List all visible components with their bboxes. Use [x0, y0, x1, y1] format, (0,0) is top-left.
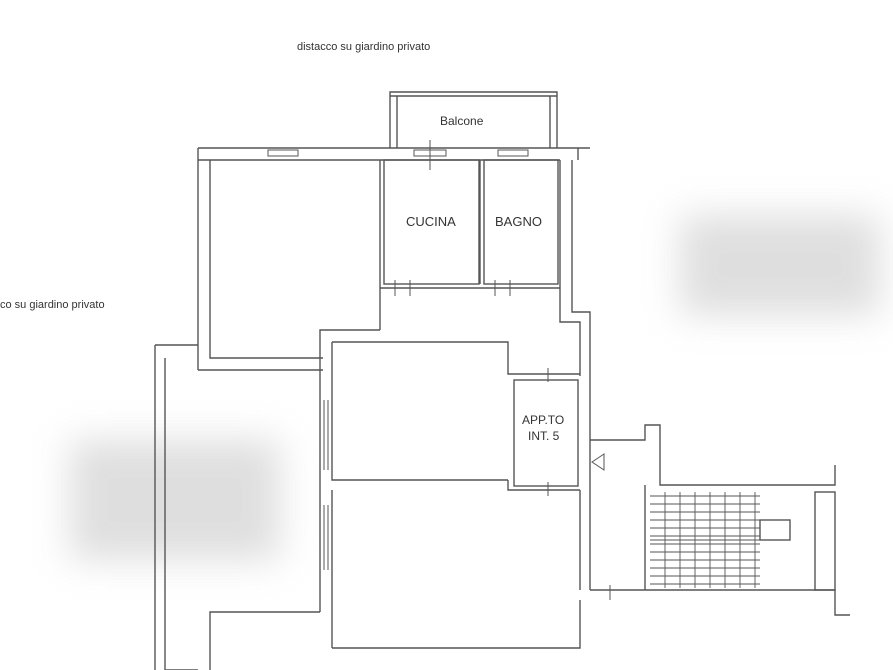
- kitchen-room: [383, 159, 480, 285]
- apartment-label-line2: INT. 5: [528, 429, 560, 443]
- bathroom-room: [483, 159, 559, 285]
- apartment-label-line1: APP.TO: [522, 413, 565, 427]
- balcony-outline: [389, 91, 558, 148]
- stairwell-walls: [590, 424, 850, 616]
- top-note: distacco su giardino privato: [297, 41, 431, 53]
- balcony-label: Balcone: [440, 114, 484, 128]
- outer-wall-top: [198, 147, 590, 161]
- storage-room: [513, 379, 579, 487]
- left-note: co su giardino privato: [0, 299, 105, 311]
- bedroom-walls: [197, 148, 323, 371]
- watermark-blur-right: [680, 215, 880, 315]
- left-wing-walls: [154, 344, 198, 670]
- watermark-blur-left: [70, 440, 280, 560]
- door-symbol: [591, 453, 605, 471]
- stair-treads: [650, 492, 790, 588]
- bathroom-label: BAGNO: [495, 214, 542, 229]
- window-marks: [267, 140, 611, 600]
- kitchen-label: CUCINA: [406, 214, 456, 229]
